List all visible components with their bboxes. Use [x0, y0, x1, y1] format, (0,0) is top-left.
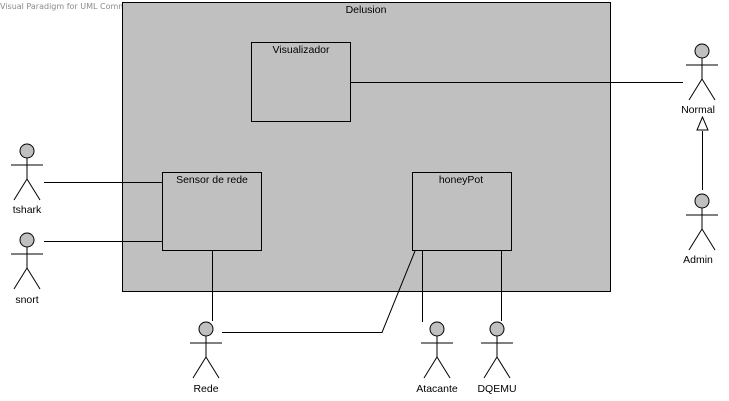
- component-visualizador[interactable]: [251, 42, 351, 122]
- actor-snort-figure[interactable]: [11, 232, 43, 290]
- component-sensor-de-rede[interactable]: [162, 172, 262, 251]
- actor-atacante-figure[interactable]: [421, 321, 453, 379]
- component-visualizador-label: Visualizador: [272, 44, 330, 56]
- actor-atacante-label: Atacante: [416, 383, 458, 395]
- system-title: Delusion: [345, 4, 387, 16]
- actor-normal-figure[interactable]: [686, 43, 718, 101]
- generalization-arrowhead: [696, 115, 709, 131]
- component-sensor-label: Sensor de rede: [176, 174, 248, 186]
- actor-dqemu-figure[interactable]: [481, 321, 513, 379]
- actor-snort-label: snort: [15, 294, 39, 306]
- component-honeypot[interactable]: [412, 172, 512, 251]
- actor-normal-label: Normal: [681, 104, 715, 116]
- association-lines: [44, 82, 703, 333]
- actor-dqemu-label: DQEMU: [477, 383, 517, 395]
- actor-admin-figure[interactable]: [686, 193, 718, 251]
- actor-tshark-label: tshark: [12, 204, 42, 216]
- assoc-rede-honeypot: [222, 250, 416, 333]
- component-honeypot-label: honeyPot: [438, 174, 484, 186]
- actor-admin-label: Admin: [683, 254, 713, 266]
- actor-tshark-figure[interactable]: [11, 143, 43, 201]
- actor-rede-label: Rede: [193, 383, 219, 395]
- actor-rede-figure[interactable]: [190, 321, 222, 379]
